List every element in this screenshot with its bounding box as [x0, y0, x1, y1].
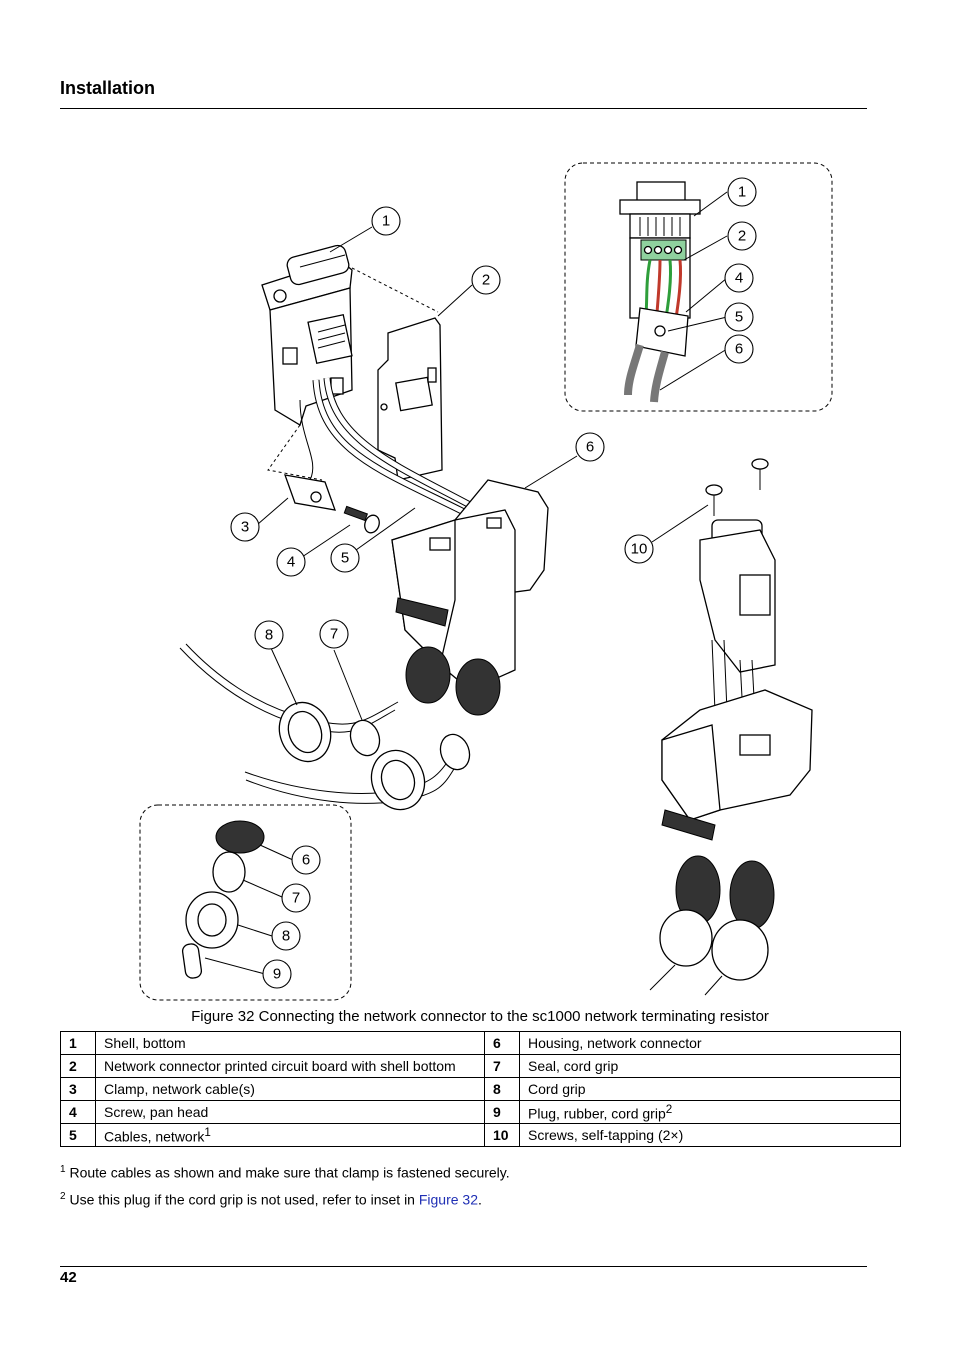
legend-description: Screw, pan head — [95, 1100, 485, 1124]
svg-text:5: 5 — [341, 550, 349, 567]
svg-text:4: 4 — [735, 270, 743, 287]
svg-text:2: 2 — [738, 228, 746, 245]
terminal-block — [640, 239, 687, 261]
svg-text:3: 3 — [241, 519, 249, 536]
svg-text:7: 7 — [292, 890, 300, 907]
legend-description: Housing, network connector — [519, 1031, 901, 1055]
legend-number: 4 — [60, 1100, 96, 1124]
svg-text:8: 8 — [265, 627, 273, 644]
callout-main-2: 2 — [471, 265, 501, 295]
footnote-marker: 2 — [665, 1102, 673, 1116]
svg-text:1: 1 — [738, 184, 746, 201]
legend-description: Network connector printed circuit board … — [95, 1054, 485, 1078]
top-inset-frame — [564, 162, 833, 412]
page-number: 42 — [60, 1269, 77, 1286]
bottom-inset-parts — [181, 820, 265, 979]
svg-text:4: 4 — [287, 554, 295, 571]
pcb-shell-part — [377, 317, 443, 481]
legend-description: Plug, rubber, cord grip2 — [519, 1100, 901, 1124]
legend-table: 1 Shell, bottom 6 Housing, network conne… — [60, 1031, 901, 1147]
callout-main-8: 8 — [254, 620, 284, 650]
legend-description: Cord grip — [519, 1077, 901, 1101]
legend-number: 2 — [60, 1054, 96, 1078]
assembly-guide-2 — [267, 424, 323, 481]
legend-description: Screws, self-tapping (2×) — [519, 1123, 901, 1147]
page-section-title: Installation — [60, 78, 156, 98]
callout-bottom-inset-8: 8 — [271, 921, 301, 951]
callout-top-inset-2: 2 — [727, 221, 757, 251]
pan-head-screw-part — [343, 505, 380, 534]
legend-number: 10 — [484, 1123, 520, 1147]
callout-main-6: 6 — [575, 432, 605, 462]
figure-link[interactable]: Figure 32 — [418, 1191, 479, 1208]
svg-text:10: 10 — [631, 541, 648, 558]
shell-bottom-part — [261, 244, 353, 426]
figure-caption: Figure 32 Connecting the network connect… — [191, 1008, 769, 1025]
callout-main-1: 1 — [371, 206, 401, 236]
inset-connector-shell — [619, 181, 701, 403]
svg-text:6: 6 — [302, 852, 310, 869]
callout-main-3: 3 — [230, 512, 260, 542]
footnote: 2 Use this plug if the cord grip is not … — [60, 1190, 482, 1208]
network-connector-housing-part — [391, 479, 549, 716]
legend-description: Seal, cord grip — [519, 1054, 901, 1078]
table-row: 5 Cables, network1 10 Screws, self-tappi… — [60, 1123, 901, 1147]
footnote-mark: 2 — [60, 1190, 66, 1202]
callout-top-inset-6: 6 — [724, 334, 754, 364]
footnote-mark: 1 — [60, 1164, 66, 1175]
legend-number: 3 — [60, 1077, 96, 1101]
top-inset-leaders — [659, 191, 728, 391]
assembled-connector — [649, 519, 813, 996]
legend-number: 7 — [484, 1054, 520, 1078]
footnote: 1 Route cables as shown and make sure th… — [60, 1158, 510, 1185]
callout-bottom-inset-7: 7 — [281, 883, 311, 913]
figure-32-illustration: 1 2 3 4 5 6 7 8 10 1 2 4 5 6 6 7 8 9 — [0, 120, 954, 1010]
svg-text:1: 1 — [382, 213, 390, 230]
callout-main-10: 10 — [624, 534, 654, 564]
footnote-text: Use this plug if the cord grip is not us… — [69, 1191, 419, 1208]
callout-main-5: 5 — [330, 543, 360, 573]
svg-text:2: 2 — [482, 272, 490, 289]
table-row: 2 Network connector printed circuit boar… — [60, 1054, 901, 1078]
legend-description: Shell, bottom — [95, 1031, 485, 1055]
header-divider — [60, 108, 867, 109]
legend-number: 9 — [484, 1100, 520, 1124]
footnote-text: Route cables as shown and make sure that… — [69, 1164, 510, 1181]
bottom-inset-leaders — [204, 844, 294, 975]
cord-grip-assembly-left — [179, 643, 399, 763]
legend-description: Clamp, network cable(s) — [95, 1077, 485, 1101]
legend-number: 5 — [60, 1123, 96, 1147]
legend-description: Cables, network1 — [95, 1123, 485, 1147]
callout-top-inset-4: 4 — [724, 263, 754, 293]
assembly-guide-1 — [351, 267, 439, 313]
callout-main-4: 4 — [276, 547, 306, 577]
svg-text:6: 6 — [586, 439, 594, 456]
cord-grip-assembly-right — [244, 733, 471, 811]
callout-bottom-inset-6: 6 — [291, 845, 321, 875]
footer-divider — [60, 1266, 867, 1267]
table-row: 4 Screw, pan head 9 Plug, rubber, cord g… — [60, 1100, 901, 1124]
connector-assembly-drawing: 1 2 3 4 5 6 7 8 10 1 2 4 5 6 6 7 8 9 — [139, 162, 833, 1001]
callout-main-7: 7 — [319, 619, 349, 649]
legend-number: 1 — [60, 1031, 96, 1055]
table-row: 3 Clamp, network cable(s) 8 Cord grip — [60, 1077, 901, 1101]
clamp-part — [284, 474, 336, 511]
svg-text:9: 9 — [273, 966, 281, 983]
self-tapping-screws-part — [705, 458, 769, 516]
svg-text:8: 8 — [282, 928, 290, 945]
callout-top-inset-5: 5 — [724, 302, 754, 332]
callout-top-inset-1: 1 — [727, 177, 757, 207]
bottom-inset-frame — [139, 804, 352, 1001]
legend-number: 8 — [484, 1077, 520, 1101]
svg-text:5: 5 — [735, 309, 743, 326]
legend-number: 6 — [484, 1031, 520, 1055]
svg-text:6: 6 — [735, 341, 743, 358]
callout-bottom-inset-9: 9 — [262, 959, 292, 989]
svg-text:7: 7 — [330, 626, 338, 643]
footnotes: 1 Route cables as shown and make sure th… — [60, 1158, 510, 1211]
footnote-marker: 1 — [204, 1125, 211, 1139]
table-row: 1 Shell, bottom 6 Housing, network conne… — [60, 1031, 901, 1055]
main-leaders — [257, 226, 709, 721]
